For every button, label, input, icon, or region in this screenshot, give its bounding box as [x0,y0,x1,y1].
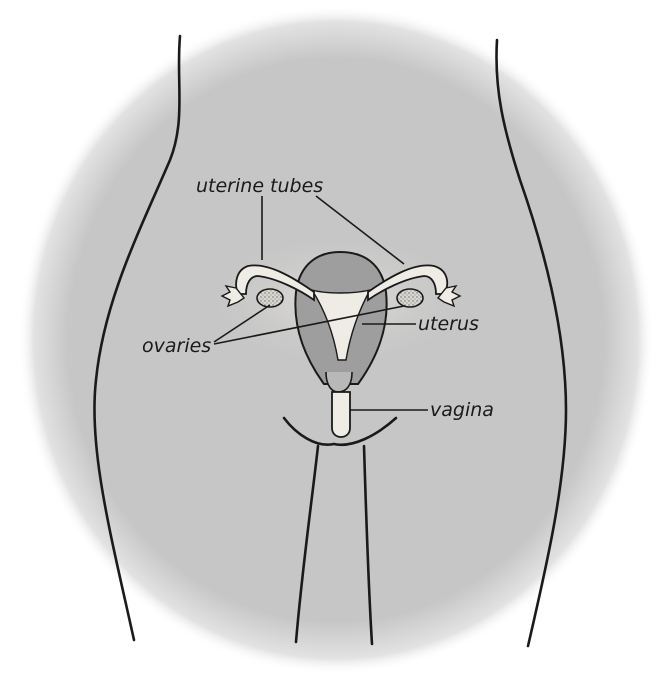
right-ovary [397,289,423,307]
label-uterine-tubes: uterine tubes [196,175,323,197]
vagina-shape [332,392,350,437]
label-vagina: vagina [430,399,494,421]
label-uterus: uterus [418,313,479,335]
left-ovary [257,289,283,307]
label-ovaries: ovaries [142,335,211,357]
